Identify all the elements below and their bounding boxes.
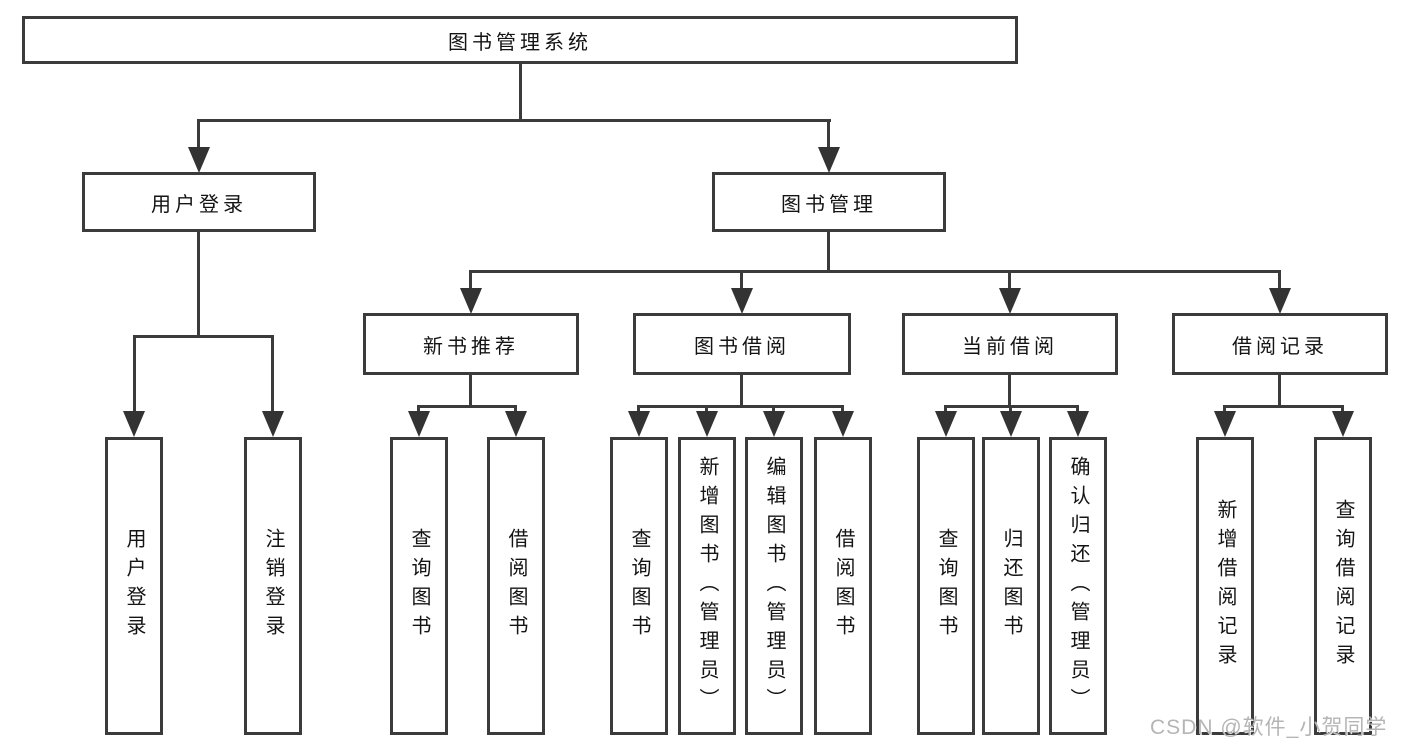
connector-line xyxy=(772,405,775,413)
connector-line xyxy=(1076,405,1079,413)
leaf-logout: 注销登录 xyxy=(244,437,302,735)
leaf-add-borrow-record: 新增借阅记录 xyxy=(1196,437,1254,735)
connector-line xyxy=(1008,270,1011,290)
connector-line xyxy=(519,64,522,121)
arrowhead-down-icon xyxy=(460,288,482,314)
node-label: 新增图书（管理员） xyxy=(696,455,718,717)
connector-line xyxy=(1223,405,1344,408)
arrowhead-down-icon xyxy=(832,411,854,437)
arrowhead-down-icon xyxy=(935,411,957,437)
connector-line xyxy=(197,119,200,150)
arrowhead-down-icon xyxy=(123,411,145,437)
node-label: 图书管理 xyxy=(781,193,877,216)
arrowhead-down-icon xyxy=(763,411,785,437)
node-label: 用户登录 xyxy=(151,193,247,216)
connector-line xyxy=(133,335,274,338)
connector-line xyxy=(197,232,200,338)
arrowhead-down-icon xyxy=(696,411,718,437)
leaf-query-borrow-record: 查询借阅记录 xyxy=(1314,437,1372,735)
node-label: 查询借阅记录 xyxy=(1332,499,1354,673)
connector-line xyxy=(841,405,844,413)
arrowhead-down-icon xyxy=(188,147,210,173)
connector-line xyxy=(740,270,743,290)
connector-line xyxy=(469,375,472,408)
leaf-borrow-books: 借阅图书 xyxy=(814,437,872,735)
leaf-query-books-borrowing: 查询图书 xyxy=(610,437,668,735)
leaf-borrow-books-recommend: 借阅图书 xyxy=(487,437,545,735)
leaf-add-book-admin: 新增图书（管理员） xyxy=(678,437,736,735)
connector-line xyxy=(1278,270,1281,290)
connector-line xyxy=(417,405,517,408)
connector-line xyxy=(514,405,517,413)
connector-line xyxy=(827,119,830,150)
node-label: 借阅图书 xyxy=(832,528,854,644)
node-current-borrowing: 当前借阅 xyxy=(902,313,1118,375)
connector-line xyxy=(1278,375,1281,408)
connector-line xyxy=(1341,405,1344,413)
node-label: 借阅记录 xyxy=(1232,335,1328,358)
connector-line xyxy=(740,375,743,408)
csdn-watermark: CSDN @软件_小贺同学 xyxy=(1150,716,1388,739)
node-label: 图书管理系统 xyxy=(448,31,592,54)
node-label: 编辑图书（管理员） xyxy=(763,455,785,717)
connector-line xyxy=(417,405,420,413)
connector-line xyxy=(1008,375,1011,408)
connector-line xyxy=(944,405,947,413)
connector-line xyxy=(469,270,472,290)
node-label: 当前借阅 xyxy=(962,335,1058,358)
node-library-management-system: 图书管理系统 xyxy=(22,16,1018,64)
node-book-borrowing: 图书借阅 xyxy=(633,313,851,375)
connector-line xyxy=(197,119,831,122)
connector-line xyxy=(705,405,708,413)
leaf-edit-book-admin: 编辑图书（管理员） xyxy=(745,437,803,735)
connector-line xyxy=(1223,405,1226,413)
node-label: 新增借阅记录 xyxy=(1214,499,1236,673)
node-user-login: 用户登录 xyxy=(82,172,316,232)
connector-line xyxy=(1009,405,1012,413)
leaf-confirm-return-admin: 确认归还（管理员） xyxy=(1049,437,1107,735)
arrowhead-down-icon xyxy=(1067,411,1089,437)
leaf-query-books-recommend: 查询图书 xyxy=(390,437,448,735)
node-label: 查询图书 xyxy=(935,528,957,644)
arrowhead-down-icon xyxy=(731,288,753,314)
node-label: 新书推荐 xyxy=(423,335,519,358)
arrowhead-down-icon xyxy=(505,411,527,437)
connector-line xyxy=(469,270,1281,273)
connector-line xyxy=(637,405,844,408)
node-label: 归还图书 xyxy=(1000,528,1022,644)
leaf-query-books-current: 查询图书 xyxy=(917,437,975,735)
node-label: 图书借阅 xyxy=(694,335,790,358)
node-book-management: 图书管理 xyxy=(712,172,946,232)
arrowhead-down-icon xyxy=(1000,411,1022,437)
leaf-return-books: 归还图书 xyxy=(982,437,1040,735)
node-label: 用户登录 xyxy=(123,528,145,644)
node-borrowing-records: 借阅记录 xyxy=(1172,313,1388,375)
node-label: 查询图书 xyxy=(628,528,650,644)
connector-line xyxy=(637,405,640,413)
connector-line xyxy=(271,335,274,413)
node-label: 确认归还（管理员） xyxy=(1067,455,1089,717)
connector-line xyxy=(133,335,136,413)
arrowhead-down-icon xyxy=(262,411,284,437)
arrowhead-down-icon xyxy=(1269,288,1291,314)
node-label: 注销登录 xyxy=(262,528,284,644)
arrowhead-down-icon xyxy=(999,288,1021,314)
arrowhead-down-icon xyxy=(1332,411,1354,437)
node-label: 查询图书 xyxy=(408,528,430,644)
leaf-user-login: 用户登录 xyxy=(105,437,163,735)
node-label: 借阅图书 xyxy=(505,528,527,644)
arrowhead-down-icon xyxy=(628,411,650,437)
node-new-book-recommendation: 新书推荐 xyxy=(363,313,579,375)
connector-line xyxy=(827,232,830,273)
arrowhead-down-icon xyxy=(408,411,430,437)
arrowhead-down-icon xyxy=(818,147,840,173)
arrowhead-down-icon xyxy=(1214,411,1236,437)
